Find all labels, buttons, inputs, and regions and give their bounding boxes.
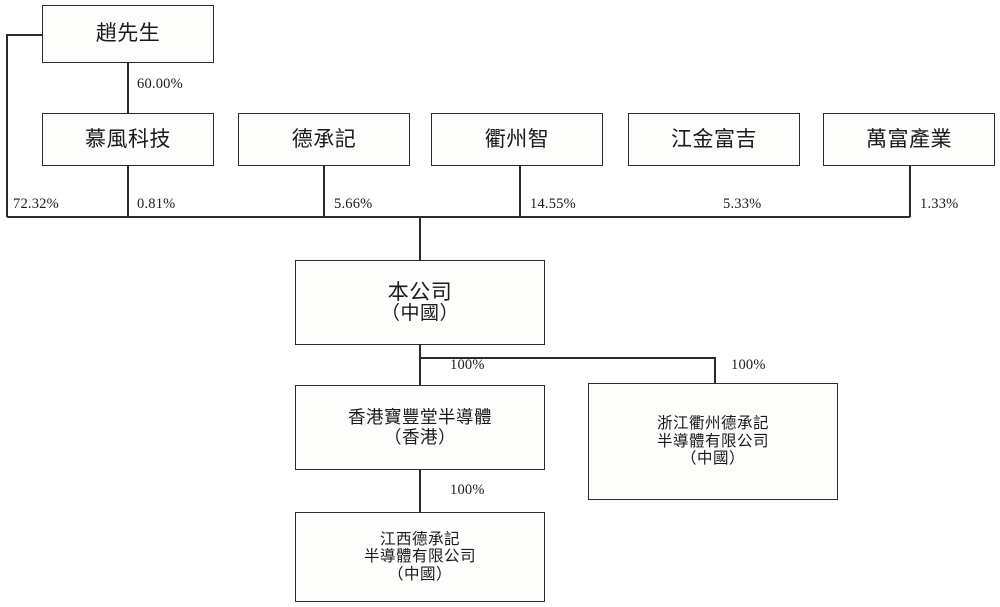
node-jiangxi-dechengji[interactable]: 江西德承記 半導體有限公司 （中國） — [295, 512, 545, 602]
edge-label-zhao-company: 72.32% — [13, 196, 59, 212]
node-zhejiang-line2: 半導體有限公司 — [656, 432, 769, 450]
edge-label-quzhouzhi-company: 14.55% — [530, 196, 576, 212]
edge-label-jiangjinfuji-company: 5.33% — [723, 196, 762, 212]
node-zhao-xiansheng[interactable]: 趙先生 — [42, 5, 214, 63]
node-quzhouzhi-label: 衢州智 — [484, 126, 550, 151]
node-the-company-line2: （中國） — [380, 302, 459, 324]
node-mufeng-label: 慕風科技 — [85, 126, 171, 151]
node-quzhouzhi[interactable]: 衢州智 — [431, 113, 603, 166]
edge-label-dechengji-company: 5.66% — [334, 196, 373, 212]
node-dechengji[interactable]: 德承記 — [238, 113, 410, 166]
node-zhejiang-line1: 浙江衢州德承記 — [656, 415, 769, 433]
node-zhejiang-quzhou-dechengji[interactable]: 浙江衢州德承記 半導體有限公司 （中國） — [588, 383, 838, 500]
node-dechengji-label: 德承記 — [291, 126, 357, 151]
node-jiangxi-line2: 半導體有限公司 — [363, 548, 476, 566]
node-jiangjinfuji-label: 江金富吉 — [671, 126, 757, 151]
node-the-company-line1: 本公司 — [387, 279, 453, 304]
node-wanfuchanye-label: 萬富產業 — [866, 126, 952, 151]
edge-label-company-zhejiang: 100% — [731, 357, 766, 373]
node-jiangxi-line3: （中國） — [387, 565, 452, 583]
node-hongkong-line1: 香港寶豐堂半導體 — [348, 406, 492, 427]
node-zhao-label: 趙先生 — [95, 21, 161, 46]
edge-label-wanfuchanye-company: 1.33% — [920, 196, 959, 212]
edge-label-hongkong-jiangxi: 100% — [450, 482, 485, 498]
node-zhejiang-line3: （中國） — [680, 450, 745, 468]
node-jiangxi-line1: 江西德承記 — [379, 530, 460, 548]
node-hongkong-baofengtang[interactable]: 香港寶豐堂半導體 （香港） — [295, 385, 545, 470]
node-jiangjinfuji[interactable]: 江金富吉 — [628, 113, 800, 166]
edge-label-mufeng-company: 0.81% — [137, 196, 176, 212]
edge-zhao-company — [6, 34, 42, 217]
node-hongkong-line2: （香港） — [384, 426, 456, 447]
node-the-company[interactable]: 本公司 （中國） — [295, 260, 545, 345]
node-mufeng-keji[interactable]: 慕風科技 — [42, 113, 214, 166]
edge-label-zhao-mufeng: 60.00% — [137, 76, 183, 92]
edge-company-zhejiang — [420, 357, 716, 383]
node-wanfuchanye[interactable]: 萬富產業 — [823, 113, 995, 166]
edge-label-company-hongkong: 100% — [450, 357, 485, 373]
